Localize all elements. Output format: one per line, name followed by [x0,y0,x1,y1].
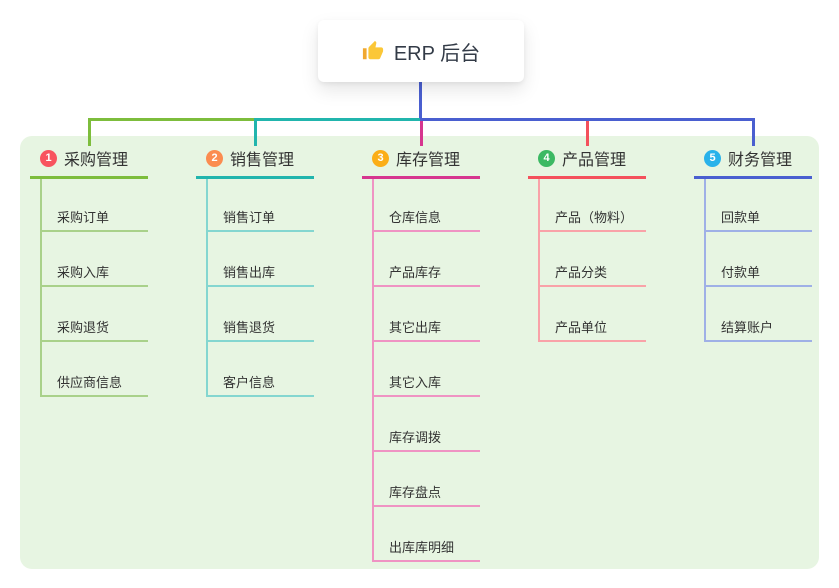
thumbs-up-icon [362,40,383,60]
child-underline [206,230,314,232]
branch-drop-line [751,118,755,146]
child-node[interactable]: 销售退货 [223,320,276,335]
child-node[interactable]: 付款单 [721,265,761,280]
branch-header-5[interactable]: 5 财务管理 [694,146,792,170]
root-node-label: ERP 后台 [393,42,481,65]
child-node[interactable]: 产品单位 [555,320,608,335]
child-underline [372,340,480,342]
branch-number-badge: 5 [704,149,721,167]
child-underline [40,340,148,342]
child-node[interactable]: 回款单 [721,210,761,225]
child-underline [372,395,480,397]
child-node[interactable]: 库存调拨 [389,430,442,445]
child-node[interactable]: 销售订单 [223,210,276,225]
branch-header-2[interactable]: 2 销售管理 [196,146,294,170]
child-node[interactable]: 结算账户 [721,320,774,335]
child-underline [372,230,480,232]
child-node[interactable]: 其它出库 [389,320,442,335]
branch-underline [362,176,480,179]
child-underline [372,505,480,507]
branch-connector-line [538,179,540,342]
child-node[interactable]: 供应商信息 [57,375,123,390]
branch-underline [694,176,812,179]
branch-underline [528,176,646,179]
branch-underline [196,176,314,179]
child-node[interactable]: 客户信息 [223,375,276,390]
branch-drop-line [585,118,589,146]
child-underline [372,450,480,452]
child-underline [704,230,812,232]
branch-header-4[interactable]: 4 产品管理 [528,146,626,170]
root-node-erp[interactable]: ERP 后台 [318,20,524,82]
branch-number-badge: 4 [538,149,555,167]
branch-header-3[interactable]: 3 库存管理 [362,146,460,170]
child-node[interactable]: 其它入库 [389,375,442,390]
child-node[interactable]: 销售出库 [223,265,276,280]
child-underline [206,285,314,287]
child-node[interactable]: 采购退货 [57,320,110,335]
branch-connector-line [40,179,42,397]
child-underline [206,340,314,342]
branch-connector-line [206,179,208,397]
horizontal-connector [419,118,755,121]
child-node[interactable]: 采购入库 [57,265,110,280]
child-node[interactable]: 产品分类 [555,265,608,280]
branch-underline [30,176,148,179]
child-underline [704,285,812,287]
child-node[interactable]: 产品库存 [389,265,442,280]
child-node[interactable]: 库存盘点 [389,485,442,500]
branch-label: 销售管理 [230,152,295,169]
child-underline [40,395,148,397]
branch-number-badge: 3 [372,149,389,167]
root-stem-line [418,82,422,118]
branch-label: 产品管理 [562,152,627,169]
child-underline [538,230,646,232]
branch-number-badge: 2 [206,149,223,167]
branch-header-1[interactable]: 1 采购管理 [30,146,128,170]
branch-connector-line [704,179,706,342]
child-underline [372,285,480,287]
horizontal-connector [87,118,254,121]
branch-number-badge: 1 [40,149,57,167]
child-node[interactable]: 出库库明细 [389,540,455,555]
child-underline [538,285,646,287]
branch-label: 库存管理 [396,152,461,169]
branch-drop-line [253,118,257,146]
branch-label: 财务管理 [728,152,793,169]
horizontal-connector [253,118,420,121]
child-underline [372,560,480,562]
child-node[interactable]: 产品（物料） [555,210,634,225]
child-underline [40,230,148,232]
branch-drop-line [87,118,91,146]
child-underline [704,340,812,342]
branch-drop-line [419,118,423,146]
child-underline [538,340,646,342]
mindmap-panel [20,136,819,569]
child-underline [206,395,314,397]
child-underline [40,285,148,287]
child-node[interactable]: 仓库信息 [389,210,442,225]
branch-connector-line [372,179,374,562]
child-node[interactable]: 采购订单 [57,210,110,225]
branch-label: 采购管理 [64,152,129,169]
